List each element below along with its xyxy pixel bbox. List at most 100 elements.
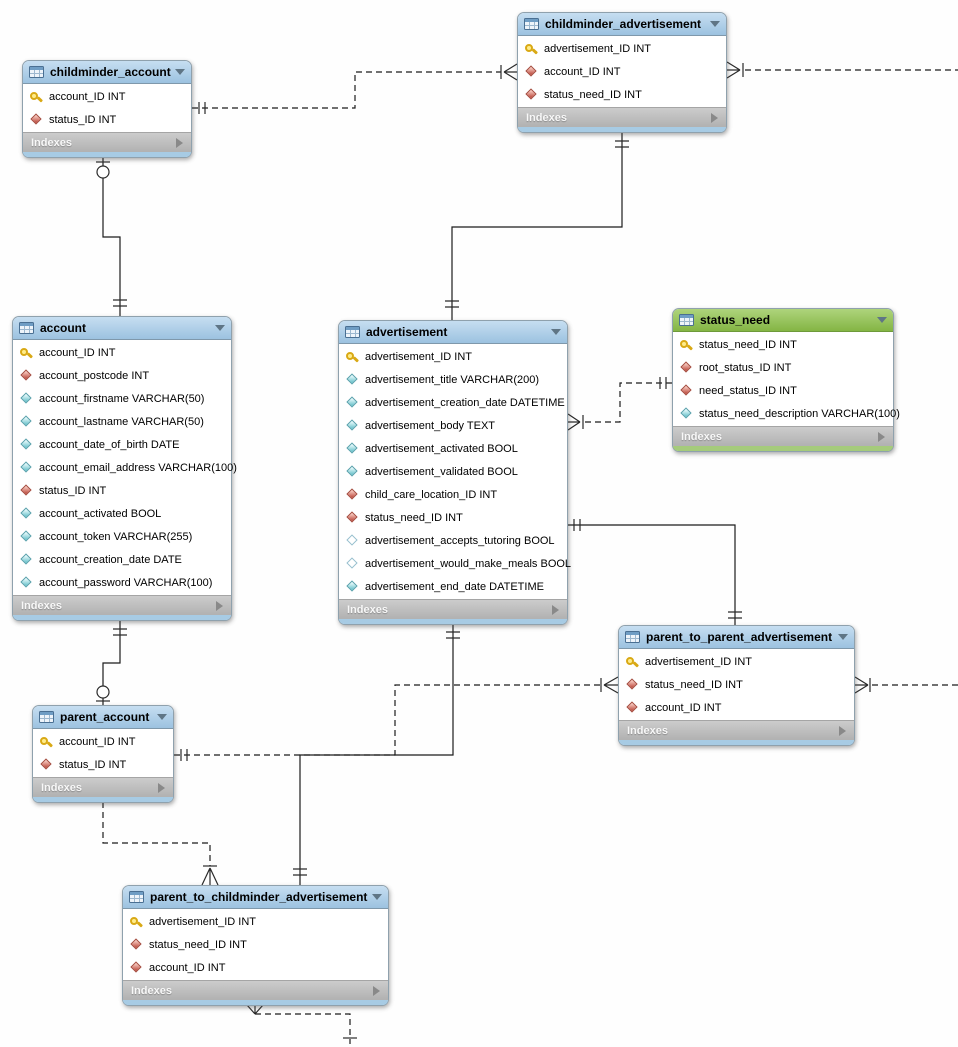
collapse-arrow-icon[interactable]	[877, 317, 887, 323]
relationship-childminder_advertisement-offcanvas[interactable]	[726, 61, 958, 79]
table-column-row[interactable]: status_need_description VARCHAR(100)	[673, 402, 900, 425]
table-footer	[339, 619, 567, 624]
table-parent_to_parent_advertisement[interactable]: parent_to_parent_advertisement advertise…	[618, 625, 855, 746]
relationship-advertisement-status_need[interactable]	[567, 377, 672, 431]
expand-arrow-icon[interactable]	[373, 985, 380, 996]
indexes-bar[interactable]: Indexes	[673, 426, 893, 446]
expand-arrow-icon[interactable]	[176, 137, 183, 148]
table-column-row[interactable]: advertisement_would_make_meals BOOL	[339, 552, 571, 575]
table-column-row[interactable]: account_ID INT	[13, 341, 231, 364]
table-column-row[interactable]: advertisement_ID INT	[518, 37, 726, 60]
collapse-arrow-icon[interactable]	[710, 21, 720, 27]
relationship-parent_account-parent_to_parent_advertisement[interactable]	[174, 676, 619, 761]
table-column-row[interactable]: account_ID INT	[619, 696, 854, 719]
table-column-row[interactable]: account_ID INT	[518, 60, 726, 83]
relationship-account-parent_account[interactable]	[96, 620, 127, 705]
table-column-row[interactable]: account_ID INT	[33, 730, 173, 753]
table-column-row[interactable]: status_ID INT	[23, 108, 191, 131]
table-column-row[interactable]: advertisement_end_date DATETIME	[339, 575, 567, 598]
table-childminder_advertisement[interactable]: childminder_advertisement advertisement_…	[517, 12, 727, 133]
table-column-row[interactable]: advertisement_body TEXT	[339, 414, 567, 437]
collapse-arrow-icon[interactable]	[175, 69, 185, 75]
table-column-row[interactable]: advertisement_ID INT	[619, 650, 854, 673]
collapse-arrow-icon[interactable]	[551, 329, 561, 335]
table-header[interactable]: parent_account	[33, 706, 173, 729]
table-header[interactable]: childminder_account	[23, 61, 191, 84]
table-column-row[interactable]: need_status_ID INT	[673, 379, 893, 402]
table-column-row[interactable]: advertisement_ID INT	[339, 345, 567, 368]
indexes-bar[interactable]: Indexes	[518, 107, 726, 127]
table-column-row[interactable]: advertisement_title VARCHAR(200)	[339, 368, 567, 391]
relationship-parent_to_childminder_advertisement-offcanvas[interactable]	[246, 1004, 357, 1044]
table-column-row[interactable]: account_lastname VARCHAR(50)	[13, 410, 231, 433]
table-column-row[interactable]: advertisement_accepts_tutoring BOOL	[339, 529, 567, 552]
indexes-bar[interactable]: Indexes	[619, 720, 854, 740]
column-label: advertisement_activated BOOL	[365, 442, 518, 455]
relationship-childminder_account-childminder_advertisement[interactable]	[192, 63, 518, 114]
table-column-row[interactable]: account_password VARCHAR(100)	[13, 571, 231, 594]
table-column-row[interactable]: account_activated BOOL	[13, 502, 231, 525]
table-column-row[interactable]: advertisement_activated BOOL	[339, 437, 567, 460]
relationship-parent_to_parent_advertisement-offcanvas[interactable]	[854, 676, 958, 694]
table-column-row[interactable]: status_ID INT	[33, 753, 173, 776]
table-column-row[interactable]: account_postcode INT	[13, 364, 231, 387]
table-column-row[interactable]: status_need_ID INT	[619, 673, 854, 696]
collapse-arrow-icon[interactable]	[215, 325, 225, 331]
indexes-label: Indexes	[31, 136, 72, 149]
table-column-row[interactable]: status_ID INT	[13, 479, 231, 502]
table-column-row[interactable]: status_need_ID INT	[518, 83, 726, 106]
column-label: account_password VARCHAR(100)	[39, 576, 213, 589]
relationship-childminder_account-account[interactable]	[96, 157, 127, 316]
expand-arrow-icon[interactable]	[158, 782, 165, 793]
table-title: account	[40, 321, 87, 335]
table-header[interactable]: childminder_advertisement	[518, 13, 726, 36]
table-column-row[interactable]: account_date_of_birth DATE	[13, 433, 231, 456]
table-column-row[interactable]: account_ID INT	[23, 85, 191, 108]
table-header[interactable]: account	[13, 317, 231, 340]
table-column-row[interactable]: account_creation_date DATE	[13, 548, 231, 571]
column-label: advertisement_creation_date DATETIME	[365, 396, 565, 409]
table-column-row[interactable]: child_care_location_ID INT	[339, 483, 567, 506]
indexes-bar[interactable]: Indexes	[23, 132, 191, 152]
collapse-arrow-icon[interactable]	[157, 714, 167, 720]
indexes-bar[interactable]: Indexes	[123, 980, 388, 1000]
table-column-row[interactable]: status_need_ID INT	[339, 506, 567, 529]
expand-arrow-icon[interactable]	[878, 431, 885, 442]
relationship-advertisement-parent_to_childminder_advertisement[interactable]	[293, 624, 460, 885]
collapse-arrow-icon[interactable]	[838, 634, 848, 640]
collapse-arrow-icon[interactable]	[372, 894, 382, 900]
table-parent_to_childminder_advertisement[interactable]: parent_to_childminder_advertisement adve…	[122, 885, 389, 1006]
indexes-bar[interactable]: Indexes	[13, 595, 231, 615]
indexes-bar[interactable]: Indexes	[33, 777, 173, 797]
table-column-row[interactable]: advertisement_validated BOOL	[339, 460, 567, 483]
indexes-bar[interactable]: Indexes	[339, 599, 567, 619]
table-header[interactable]: parent_to_childminder_advertisement	[123, 886, 388, 909]
table-column-row[interactable]: advertisement_creation_date DATETIME	[339, 391, 567, 414]
table-header[interactable]: parent_to_parent_advertisement	[619, 626, 854, 649]
table-column-row[interactable]: account_ID INT	[123, 956, 388, 979]
relationship-childminder_advertisement-advertisement[interactable]	[445, 132, 629, 320]
table-column-row[interactable]: status_need_ID INT	[673, 333, 893, 356]
table-column-row[interactable]: account_firstname VARCHAR(50)	[13, 387, 231, 410]
primary-key-icon	[40, 735, 53, 748]
expand-arrow-icon[interactable]	[552, 604, 559, 615]
table-header[interactable]: advertisement	[339, 321, 567, 344]
table-column-row[interactable]: root_status_ID INT	[673, 356, 893, 379]
relationship-advertisement-parent_to_parent_advertisement[interactable]	[568, 519, 742, 625]
expand-arrow-icon[interactable]	[216, 600, 223, 611]
table-column-row[interactable]: account_email_address VARCHAR(100)	[13, 456, 237, 479]
table-column-row[interactable]: advertisement_ID INT	[123, 910, 388, 933]
expand-arrow-icon[interactable]	[711, 112, 718, 123]
expand-arrow-icon[interactable]	[839, 725, 846, 736]
table-header[interactable]: status_need	[673, 309, 893, 332]
table-column-row[interactable]: status_need_ID INT	[123, 933, 388, 956]
relationship-parent_account-parent_to_childminder_advertisement[interactable]	[102, 802, 219, 886]
foreign-key-icon	[626, 678, 639, 691]
table-column-row[interactable]: account_token VARCHAR(255)	[13, 525, 231, 548]
